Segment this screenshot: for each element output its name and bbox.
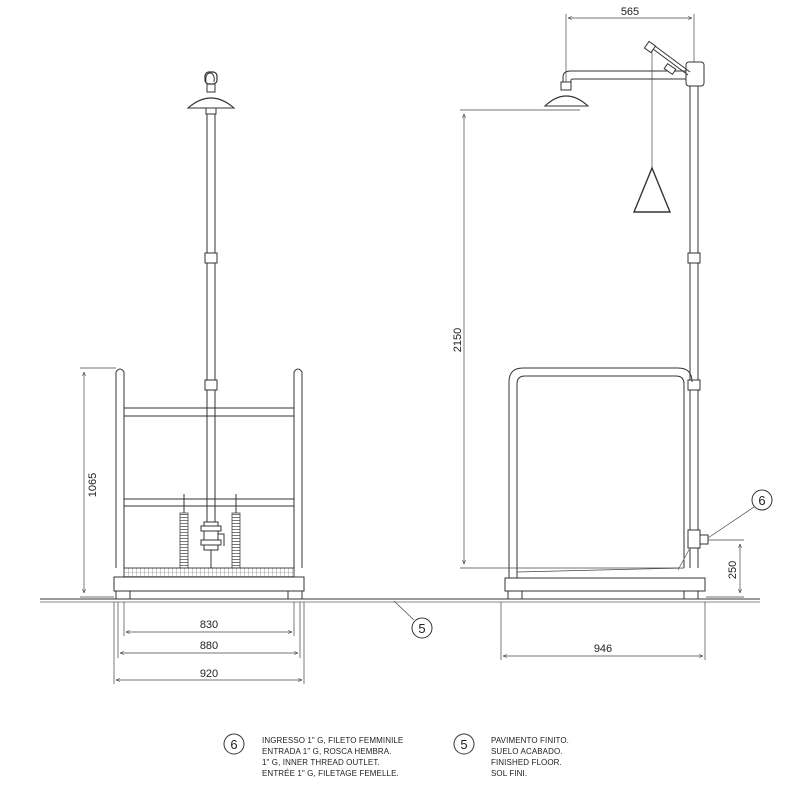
legend-floor-number: 5 [460, 737, 467, 752]
callout-floor: 5 [393, 600, 433, 639]
front-cage-frame [115, 368, 303, 568]
side-view: 565 2150 250 946 6 [452, 6, 773, 660]
legend-inlet-line-3: 1" G, INNER THREAD OUTLET. [262, 758, 380, 767]
dim-1065: 1065 [80, 367, 116, 598]
front-view: 1065 830 880 920 [80, 71, 305, 684]
legend-inlet-number: 6 [230, 737, 237, 752]
dim-946: 946 [500, 602, 706, 660]
dim-label-946: 946 [594, 643, 612, 655]
side-pull-rod [632, 40, 705, 213]
dim-label-880: 880 [200, 640, 218, 652]
dim-2150: 2150 [452, 109, 680, 569]
side-cage-frame [508, 367, 693, 578]
legend-inlet-line-4: ENTRÉE 1" G, FILETAGE FEMELLE. [262, 769, 399, 778]
dim-label-830: 830 [200, 619, 218, 631]
front-shower-head [186, 71, 236, 115]
dim-250: 250 [706, 539, 744, 598]
dim-label-920: 920 [200, 668, 218, 680]
dim-label-1065: 1065 [87, 473, 99, 497]
legend-floor: 5 PAVIMENTO FINITO. SUELO ACABADO. FINIS… [453, 733, 569, 778]
legend-floor-line-2: SUELO ACABADO. [491, 747, 563, 756]
dim-label-565: 565 [621, 6, 639, 18]
dim-880: 880 [117, 602, 301, 658]
legend-inlet-line-1: INGRESSO 1" G, FILETO FEMMINILE [262, 736, 403, 745]
side-shower-head [543, 70, 690, 107]
front-platform [113, 567, 305, 600]
callout-floor-number: 5 [418, 621, 425, 636]
callout-inlet: 6 [707, 489, 773, 539]
callout-inlet-number: 6 [758, 493, 765, 508]
finished-floor-line [40, 598, 760, 603]
dim-label-2150: 2150 [452, 328, 464, 352]
front-vertical-pipe [204, 114, 218, 522]
legend-inlet: 6 INGRESSO 1" G, FILETO FEMMINILE ENTRAD… [223, 733, 403, 778]
legend-floor-line-3: FINISHED FLOOR. [491, 758, 562, 767]
side-platform [504, 547, 706, 600]
legend-inlet-line-2: ENTRADA 1" G, ROSCA HEMBRA. [262, 747, 392, 756]
dim-label-250: 250 [727, 561, 739, 579]
side-vertical-pipe [687, 86, 709, 568]
legend-floor-line-4: SOL FINI. [491, 769, 527, 778]
dim-920: 920 [113, 602, 305, 684]
dim-565: 565 [565, 6, 695, 82]
legend-floor-line-1: PAVIMENTO FINITO. [491, 736, 569, 745]
dim-830: 830 [123, 602, 295, 636]
front-valve-assembly [179, 494, 241, 575]
